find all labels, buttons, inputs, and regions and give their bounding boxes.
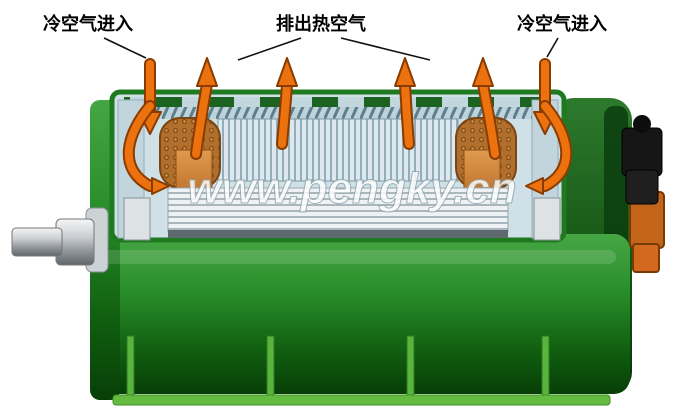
stator-laminations [217, 118, 459, 182]
label-exhaust-hot-air: 排出热空气 [276, 13, 366, 34]
leader-line-right [546, 37, 559, 58]
terminal-box [621, 115, 665, 273]
rotor [167, 187, 509, 238]
bearing-right [533, 197, 561, 241]
airflow-arrow-curl-right-icon [525, 100, 573, 195]
leader-line-center-left [237, 37, 302, 61]
airflow-arrow-exhaust-1-icon [190, 57, 218, 160]
airflow-arrow-exhaust-3-icon [394, 57, 416, 150]
bearing-left [123, 197, 151, 241]
mounting-foot [406, 335, 415, 399]
airflow-arrow-exhaust-2-icon [276, 57, 298, 150]
mounting-foot [541, 335, 550, 399]
terminal-knob-icon [633, 115, 651, 133]
base-rail [112, 394, 611, 406]
mounting-foot [126, 335, 135, 399]
airflow-arrow-exhaust-4-icon [472, 57, 501, 160]
watermark-text: www.pengky.cn [187, 164, 516, 213]
leader-line-center-right [340, 37, 431, 61]
mounting-base [112, 335, 611, 406]
motor-body [90, 100, 630, 400]
label-cold-air-left: 冷空气进入 [43, 13, 133, 34]
mounting-foot [266, 335, 275, 399]
shaft [11, 207, 109, 273]
label-cold-air-right: 冷空气进入 [517, 13, 607, 34]
leader-line-left [103, 37, 147, 59]
airflow-arrow-curl-left-icon [122, 100, 170, 195]
